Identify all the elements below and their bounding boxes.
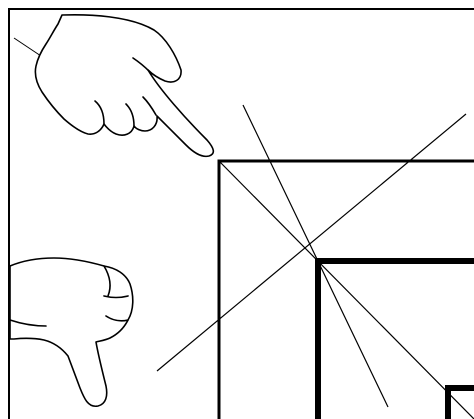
pointing-hand-icon — [35, 15, 213, 157]
diagonal-line-main — [219, 161, 474, 419]
thumbs-down-icon — [10, 258, 133, 406]
